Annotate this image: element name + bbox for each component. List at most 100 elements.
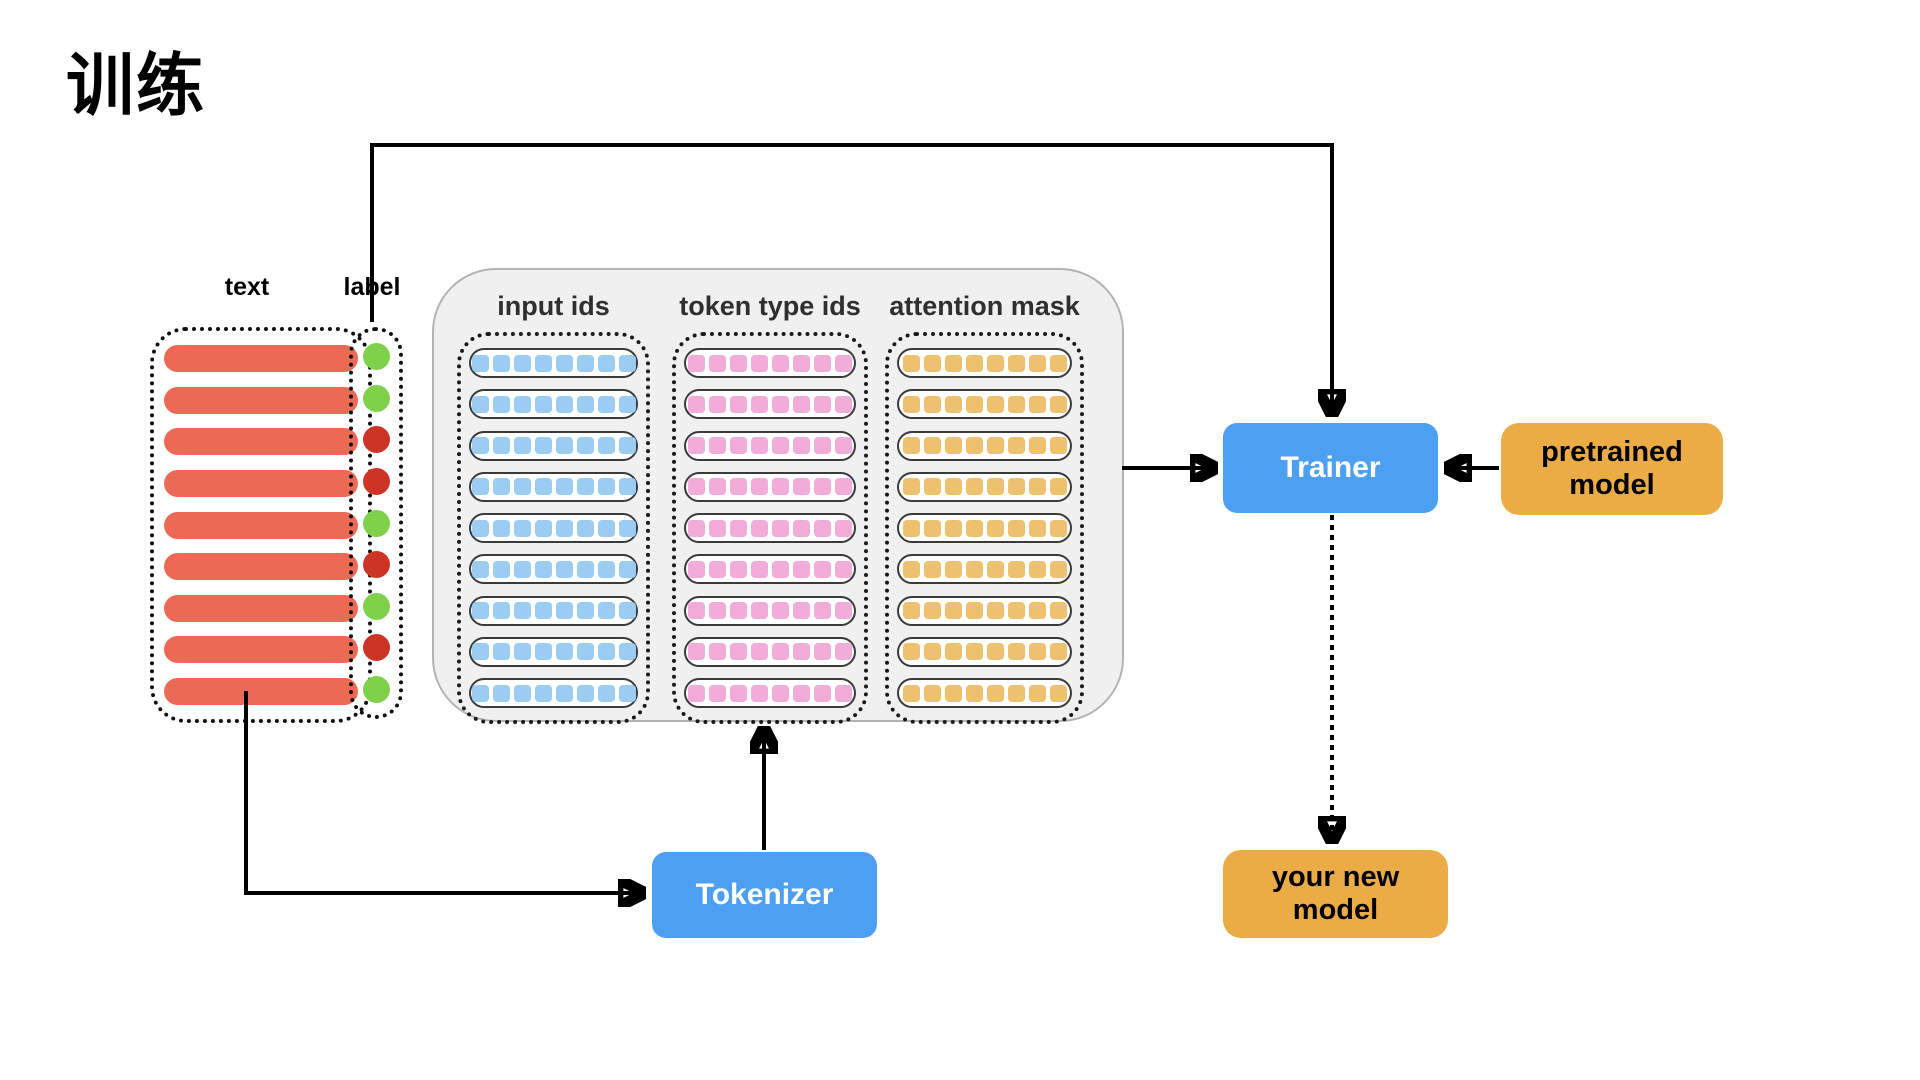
token-square — [730, 354, 747, 372]
token-square — [730, 519, 747, 537]
token-square — [492, 354, 510, 372]
token-square — [1049, 560, 1067, 578]
token-square — [597, 684, 615, 702]
token-row-pill — [469, 554, 638, 585]
token-square — [492, 560, 510, 578]
token-square — [555, 519, 573, 537]
token-square — [618, 602, 636, 619]
token-square — [1049, 395, 1067, 413]
token-square — [688, 437, 705, 454]
token-square — [814, 354, 831, 372]
token-square — [751, 602, 768, 619]
token-square — [709, 478, 726, 496]
column-header-token-type-ids: token type ids — [679, 290, 861, 321]
token-row-pill — [684, 595, 856, 626]
token-row-pill — [684, 389, 856, 420]
token-square — [730, 684, 747, 702]
token-row-pill — [684, 348, 856, 378]
token-square — [1049, 354, 1067, 372]
label-dot-red — [362, 467, 390, 495]
token-square — [751, 684, 768, 702]
token-row-pill — [684, 636, 856, 667]
token-square — [965, 395, 983, 413]
token-square — [1007, 684, 1025, 702]
token-square — [944, 519, 962, 537]
token-square — [709, 684, 726, 702]
token-square — [902, 684, 920, 702]
token-square — [986, 560, 1004, 578]
token-square — [835, 643, 852, 661]
token-square — [772, 519, 789, 537]
token-square — [513, 684, 531, 702]
token-square — [902, 354, 920, 372]
text-row-bar — [164, 678, 358, 705]
token-square — [1007, 478, 1025, 496]
label-dot-red — [362, 426, 390, 454]
label-dot-red — [362, 551, 390, 579]
text-column-header: text — [224, 273, 270, 301]
token-square — [751, 478, 768, 496]
token-square — [555, 560, 573, 578]
token-square — [793, 684, 810, 702]
token-square — [618, 478, 636, 496]
token-square — [555, 478, 573, 496]
token-square — [1028, 560, 1046, 578]
token-square — [730, 395, 747, 413]
token-square — [923, 643, 941, 661]
token-square — [923, 354, 941, 372]
token-square — [1007, 643, 1025, 661]
token-square — [709, 354, 726, 372]
token-square — [471, 354, 489, 372]
token-square — [730, 560, 747, 578]
token-row-pill — [684, 513, 856, 543]
token-square — [751, 643, 768, 661]
token-square — [1049, 684, 1067, 702]
token-square — [944, 437, 962, 454]
token-square — [534, 478, 552, 496]
token-square — [492, 478, 510, 496]
token-square — [793, 478, 810, 496]
token-square — [1028, 684, 1046, 702]
text-box — [150, 327, 372, 723]
token-square — [618, 354, 636, 372]
token-square — [772, 437, 789, 454]
token-row-pill — [897, 389, 1072, 420]
token-square — [944, 395, 962, 413]
token-square — [965, 602, 983, 619]
token-square — [513, 560, 531, 578]
text-row-bar — [164, 511, 358, 539]
token-square — [986, 684, 1004, 702]
token-square — [1028, 643, 1046, 661]
token-square — [835, 684, 852, 702]
token-square — [751, 560, 768, 578]
token-row-pill — [684, 678, 856, 708]
token-square — [513, 354, 531, 372]
token-square — [944, 560, 962, 578]
token-square — [902, 560, 920, 578]
token-square — [923, 395, 941, 413]
token-square — [814, 560, 831, 578]
token-square — [986, 437, 1004, 454]
token-square — [814, 684, 831, 702]
token-row-pill — [897, 636, 1072, 667]
token-square — [772, 643, 789, 661]
column-token-type-ids: token type ids — [672, 280, 868, 724]
text-row-bar — [164, 594, 358, 622]
pretrained-model-node: pretrained model — [1501, 423, 1723, 515]
token-square — [688, 478, 705, 496]
token-square — [772, 684, 789, 702]
trainer-node: Trainer — [1223, 423, 1438, 513]
token-square — [534, 684, 552, 702]
token-square — [576, 395, 594, 413]
token-row-pill — [469, 348, 638, 378]
token-square — [772, 395, 789, 413]
token-square — [902, 437, 920, 454]
token-square — [1007, 354, 1025, 372]
label-dot-red — [362, 634, 390, 662]
token-square — [534, 519, 552, 537]
token-square — [793, 395, 810, 413]
token-square — [576, 478, 594, 496]
token-square — [835, 602, 852, 619]
token-square — [576, 354, 594, 372]
